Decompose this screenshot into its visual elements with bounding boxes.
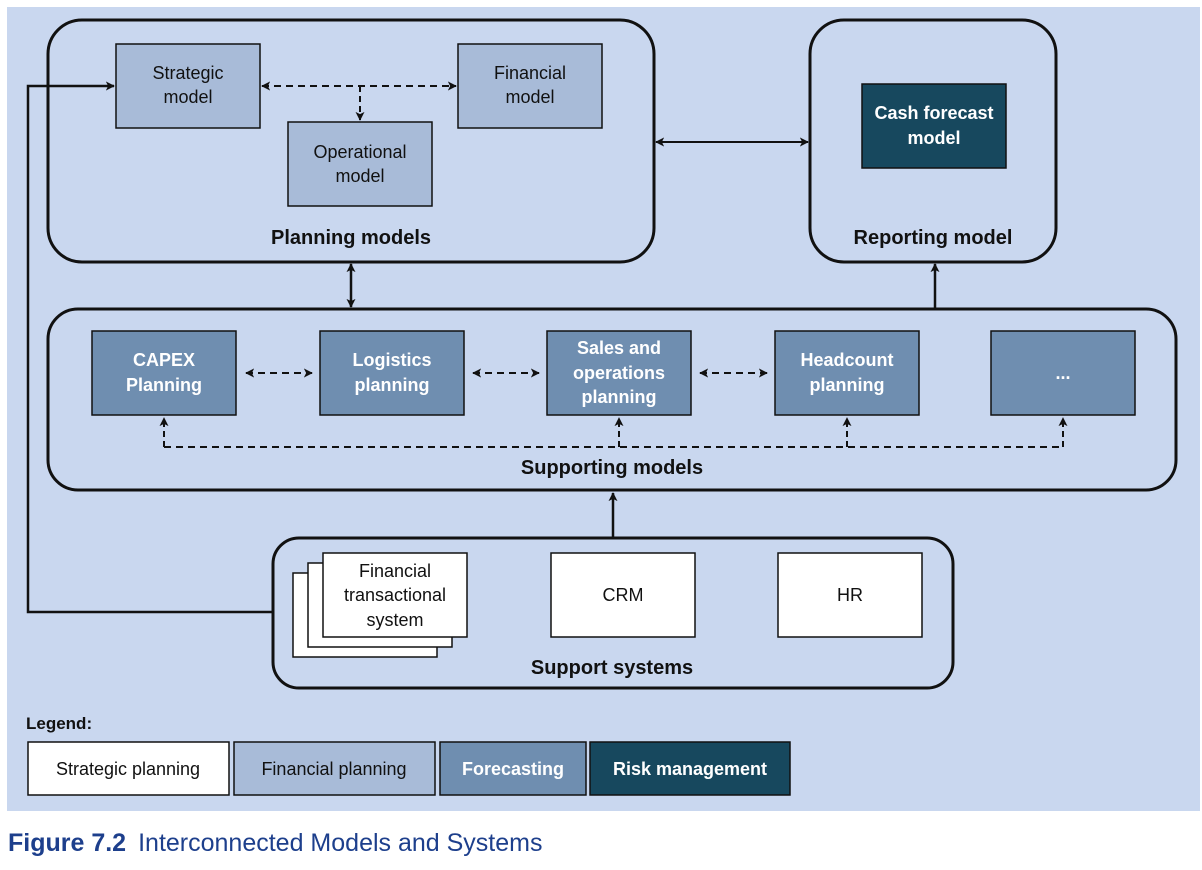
capex-planning-line2: Planning (126, 375, 202, 395)
financial-transactional-system-line1: Financial (359, 561, 431, 581)
financial-transactional-system-line2: transactional (344, 585, 446, 605)
more-models-node: ... (990, 330, 1136, 416)
financial-model-node: Financial model (457, 43, 603, 129)
sales-operations-planning-line3: planning (582, 387, 657, 407)
legend-financial-planning-label: Financial planning (261, 759, 406, 779)
hr-label: HR (837, 585, 863, 605)
headcount-planning-node: Headcount planning (774, 330, 920, 416)
support-systems-label: Support systems (531, 657, 693, 679)
figure-number: Figure 7.2 (8, 829, 127, 857)
operational-model-line2: model (335, 166, 384, 186)
figure-caption: Figure 7.2 Interconnected Models and Syst… (8, 829, 542, 858)
financial-transactional-system-node: Financial transactional system (292, 552, 468, 658)
capex-planning-node: CAPEX Planning (91, 330, 237, 416)
reporting-model-group (808, 18, 1058, 264)
legend-risk-management-label: Risk management (613, 759, 767, 779)
legend-title: Legend: (26, 714, 92, 733)
legend-forecasting-label: Forecasting (462, 759, 564, 779)
operational-model-node: Operational model (287, 121, 433, 207)
sales-operations-planning-line1: Sales and (577, 338, 661, 358)
planning-models-group (46, 18, 656, 264)
legend-financial-planning: Financial planning (233, 741, 436, 796)
financial-model-line1: Financial (494, 63, 566, 83)
more-models-label: ... (1055, 363, 1070, 383)
operational-model-line1: Operational (313, 142, 406, 162)
capex-planning-line1: CAPEX (133, 350, 195, 370)
cash-forecast-model-node: Cash forecast model (861, 83, 1007, 169)
connector-systems-strategic (26, 81, 273, 614)
figure-title: Interconnected Models and Systems (138, 829, 543, 857)
legend-forecasting: Forecasting (439, 741, 587, 796)
crm-node: CRM (550, 552, 696, 638)
logistics-planning-line2: planning (355, 375, 430, 395)
legend-risk-management: Risk management (589, 741, 791, 796)
crm-label: CRM (603, 585, 644, 605)
supporting-models-group (46, 307, 1178, 492)
logistics-planning-node: Logistics planning (319, 330, 465, 416)
headcount-planning-line2: planning (810, 375, 885, 395)
supporting-models-label: Supporting models (521, 457, 703, 479)
strategic-model-node: Strategic model (115, 43, 261, 129)
doc-stack-sheet-front (322, 552, 468, 638)
strategic-model-line2: model (163, 87, 212, 107)
logistics-planning-line1: Logistics (352, 350, 431, 370)
financial-model-line2: model (505, 87, 554, 107)
planning-models-label: Planning models (271, 227, 431, 249)
hr-node: HR (777, 552, 923, 638)
headcount-planning-line1: Headcount (800, 350, 893, 370)
legend-strategic-planning-label: Strategic planning (56, 759, 200, 779)
diagram-canvas: Planning models Reporting model Supporti… (7, 7, 1200, 811)
sales-operations-planning-line2: operations (573, 363, 665, 383)
financial-transactional-system-line3: system (366, 610, 423, 630)
cash-forecast-model-line1: Cash forecast (874, 103, 993, 123)
reporting-model-label: Reporting model (854, 227, 1013, 249)
legend-strategic-planning: Strategic planning (27, 741, 230, 796)
sales-operations-planning-node: Sales and operations planning (546, 330, 692, 416)
cash-forecast-model-line2: model (907, 128, 960, 148)
strategic-model-line1: Strategic (152, 63, 223, 83)
